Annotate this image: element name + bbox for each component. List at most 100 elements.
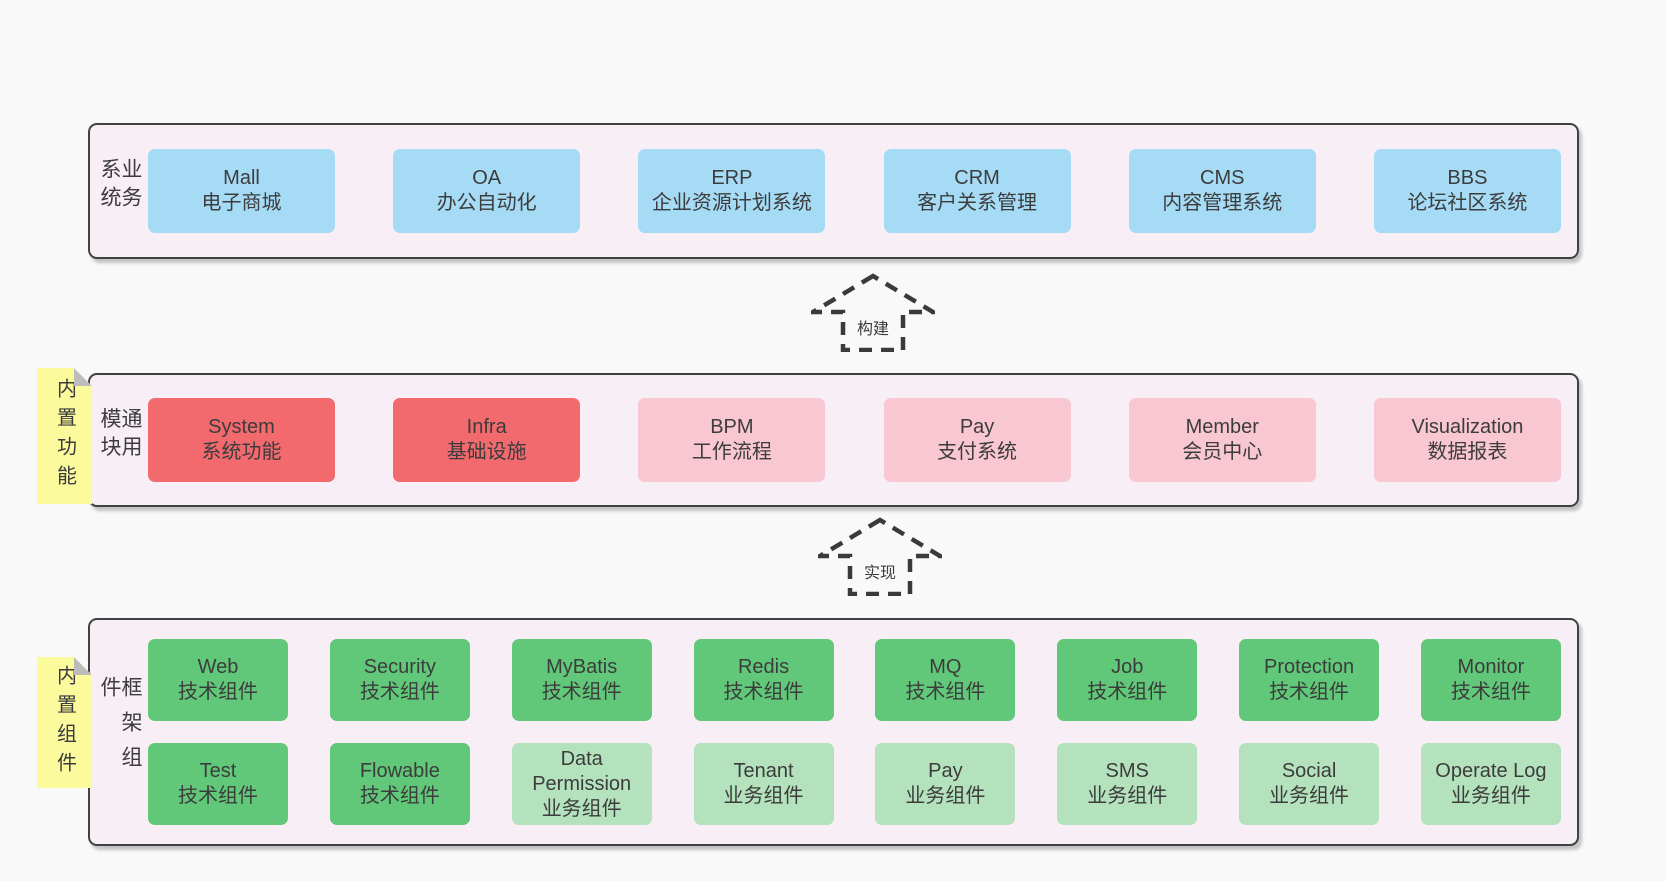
box-tenant: Tenant 业务组件 [693,743,834,825]
layer-common-modules: 通用模块 System 系统功能 Infra 基础设施 BPM 工作流程 Pay… [88,373,1579,507]
box-title: Infra [466,416,507,438]
box-title: Pay [959,416,995,438]
box-mq: MQ 技术组件 [875,639,1016,721]
business-box-row: Mall 电子商城 OA 办公自动化 ERP 企业资源计划系统 CRM 客户关系… [148,149,1561,233]
box-member: Member 会员中心 [1128,398,1316,482]
box-subtitle: 基础设施 [446,441,527,463]
note-label: 内置组件 [53,664,76,781]
box-sms: SMS 业务组件 [1057,743,1198,825]
box-subtitle: 技术组件 [905,681,986,703]
box-cms: CMS 内容管理系统 [1128,149,1316,233]
box-web: Web 技术组件 [148,639,288,721]
box-subtitle: 业务组件 [905,785,986,807]
box-subtitle: 技术组件 [723,681,804,703]
box-subtitle: 内容管理系统 [1162,192,1283,214]
box-test: Test 技术组件 [148,743,288,825]
box-title: CRM [954,167,1000,189]
box-title: Pay [928,760,963,782]
box-mall: Mall 电子商城 [148,149,335,233]
box-subtitle: 业务组件 [1450,785,1531,807]
box-title: System [208,416,275,438]
sticky-note-built-in-features: 内置功能 [37,368,92,504]
box-title: Social [1281,760,1337,782]
box-subtitle: 业务组件 [1269,785,1350,807]
arrow-build-label: 构建 [853,314,893,340]
box-title: BPM [710,416,754,438]
box-crm: CRM 客户关系管理 [883,149,1071,233]
box-title: ERP [711,167,753,189]
note-label: 内置功能 [53,378,76,494]
box-title: Web [197,656,239,678]
arrow-implement: 实现 [818,516,942,596]
box-title: Tenant [733,760,794,782]
box-subtitle: 技术组件 [1269,681,1350,703]
box-title: MQ [929,656,962,678]
box-protection: Protection 技术组件 [1239,639,1380,721]
box-title: OA [472,167,502,189]
box-pay-module: Pay 支付系统 [883,398,1071,482]
box-subtitle: 电子商城 [201,192,282,214]
box-subtitle: 技术组件 [1450,681,1531,703]
components-box-row-1: Web 技术组件 Security 技术组件 MyBatis 技术组件 Redi… [148,639,1561,721]
dashed-up-arrow-icon [818,517,942,596]
box-infra: Infra 基础设施 [393,398,581,482]
box-job: Job 技术组件 [1057,639,1198,721]
box-flowable: Flowable 技术组件 [329,743,470,825]
box-system: System 系统功能 [148,398,335,482]
layer-framework-components: 框架组件 Web 技术组件 Security 技术组件 MyBatis 技术组件… [88,618,1579,846]
box-subtitle: 技术组件 [1087,681,1168,703]
box-subtitle: 会员中心 [1182,441,1263,463]
box-title: SMS [1105,760,1149,782]
box-title: Data Permission [532,747,632,795]
box-subtitle: 客户关系管理 [917,192,1038,214]
box-erp: ERP 企业资源计划系统 [638,149,826,233]
box-subtitle: 办公自动化 [436,192,537,214]
box-data-permission: Data Permission 业务组件 [511,743,652,825]
box-title: Security [363,656,436,678]
box-subtitle: 业务组件 [1087,785,1168,807]
box-title: Redis [737,656,790,678]
box-title: Protection [1264,656,1355,678]
layer-label-components: 框架组件 [98,676,142,781]
box-title: Mall [223,167,260,189]
box-monitor: Monitor 技术组件 [1420,639,1561,721]
box-subtitle: 企业资源计划系统 [651,192,812,214]
components-box-row-2: Test 技术组件 Flowable 技术组件 Data Permission … [148,743,1561,825]
box-mybatis: MyBatis 技术组件 [511,639,652,721]
box-subtitle: 技术组件 [359,785,440,807]
sticky-note-built-in-components: 内置组件 [37,657,92,788]
box-title: BBS [1447,167,1488,189]
box-oa: OA 办公自动化 [393,149,581,233]
arrow-implement-label: 实现 [860,558,900,584]
box-title: Test [199,760,237,782]
box-subtitle: 技术组件 [178,681,258,703]
box-visualization: Visualization 数据报表 [1373,398,1561,482]
box-security: Security 技术组件 [329,639,470,721]
box-subtitle: 工作流程 [691,441,772,463]
box-title: Operate Log [1435,760,1547,782]
box-subtitle: 业务组件 [723,785,804,807]
box-subtitle: 技术组件 [178,785,258,807]
modules-box-row: System 系统功能 Infra 基础设施 BPM 工作流程 Pay 支付系统… [148,398,1561,482]
layer-business-systems: 业务系统 Mall 电子商城 OA 办公自动化 ERP 企业资源计划系统 CRM… [88,123,1579,259]
box-title: Flowable [359,760,440,782]
box-subtitle: 技术组件 [359,681,440,703]
box-bbs: BBS 论坛社区系统 [1373,149,1561,233]
layer-label-business: 业务系统 [98,158,142,214]
dashed-up-arrow-icon [811,273,935,352]
box-subtitle: 技术组件 [541,681,622,703]
box-social: Social 业务组件 [1239,743,1380,825]
box-subtitle: 论坛社区系统 [1407,192,1528,214]
box-pay-component: Pay 业务组件 [875,743,1016,825]
box-title: Monitor [1457,656,1525,678]
box-bpm: BPM 工作流程 [638,398,826,482]
box-operate-log: Operate Log 业务组件 [1420,743,1561,825]
box-subtitle: 支付系统 [937,441,1018,463]
box-redis: Redis 技术组件 [693,639,834,721]
layer-label-modules: 通用模块 [98,407,142,464]
box-title: MyBatis [546,656,618,678]
arrow-build: 构建 [811,272,935,352]
box-subtitle: 系统功能 [201,441,282,463]
box-title: Job [1111,656,1144,678]
